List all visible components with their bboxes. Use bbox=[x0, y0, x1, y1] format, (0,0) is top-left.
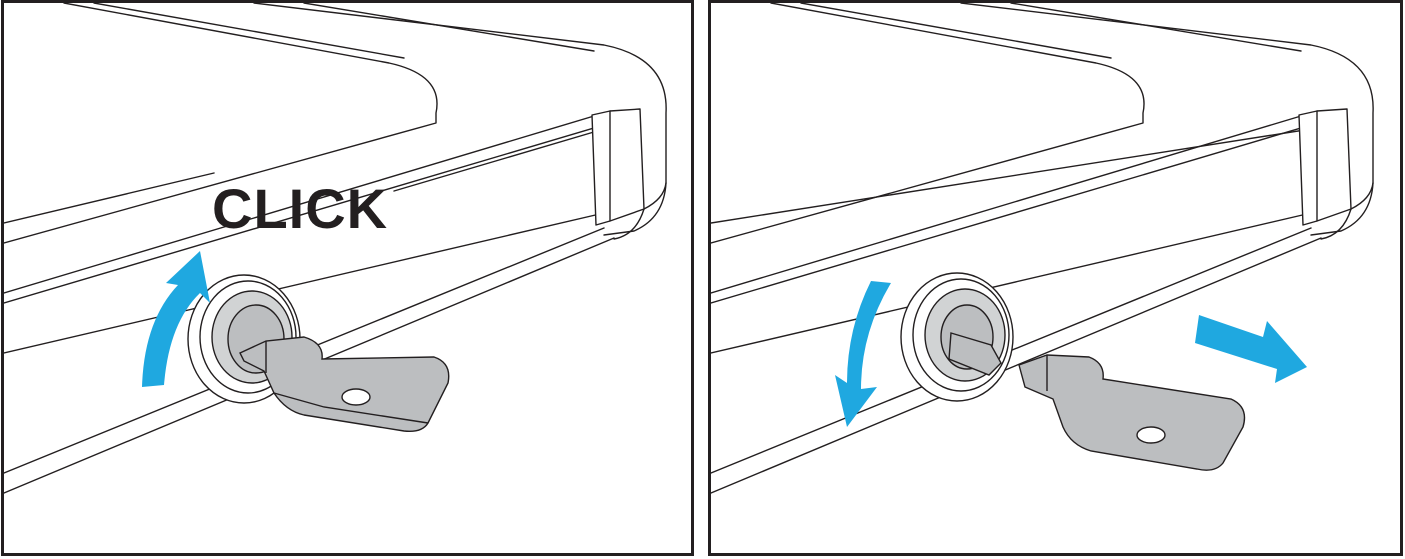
corner-curve bbox=[643, 182, 667, 210]
tray-inner-edge-2 bbox=[800, 3, 1112, 59]
rotate-ccw-arrow-icon bbox=[835, 281, 891, 427]
frame-rim-inner bbox=[1010, 3, 1302, 52]
top-face-edge-2 bbox=[4, 124, 605, 304]
step-2-illustration bbox=[711, 3, 1374, 494]
front-face-bottom-2 bbox=[711, 237, 1322, 494]
surface-line-b bbox=[393, 128, 605, 192]
top-face-edge-2 bbox=[711, 124, 1312, 304]
key-icon bbox=[239, 336, 450, 433]
front-face-top bbox=[711, 212, 1312, 354]
rotate-cw-arrow-icon bbox=[142, 251, 210, 387]
corner-cap bbox=[591, 110, 611, 226]
corner-cap bbox=[1298, 110, 1318, 226]
surface-line-a bbox=[4, 172, 215, 224]
frame-rim-inner bbox=[303, 3, 595, 52]
top-face-edge bbox=[711, 112, 1312, 294]
frame-rim bbox=[253, 3, 667, 236]
tray-inner-edge bbox=[711, 3, 1145, 244]
step-1-panel: CLICK bbox=[1, 0, 694, 556]
surface-line bbox=[711, 128, 1312, 224]
top-face-edge bbox=[4, 112, 605, 294]
corner-foot bbox=[613, 208, 645, 240]
front-face-top bbox=[4, 212, 605, 354]
lock-cylinder-icon bbox=[900, 272, 1014, 402]
key-icon bbox=[1018, 354, 1246, 471]
tray-inner-edge bbox=[4, 3, 438, 244]
step-1-illustration bbox=[4, 3, 667, 494]
corner-foot bbox=[1320, 208, 1352, 240]
pull-right-arrow-icon bbox=[1195, 315, 1307, 383]
tray-inner-edge-2 bbox=[93, 3, 405, 59]
corner-cap-side bbox=[609, 108, 645, 222]
corner-curve bbox=[1350, 182, 1374, 210]
click-label: CLICK bbox=[212, 177, 389, 240]
frame-rim bbox=[960, 3, 1374, 236]
corner-cap-side bbox=[1316, 108, 1352, 222]
step-2-panel bbox=[708, 0, 1403, 556]
